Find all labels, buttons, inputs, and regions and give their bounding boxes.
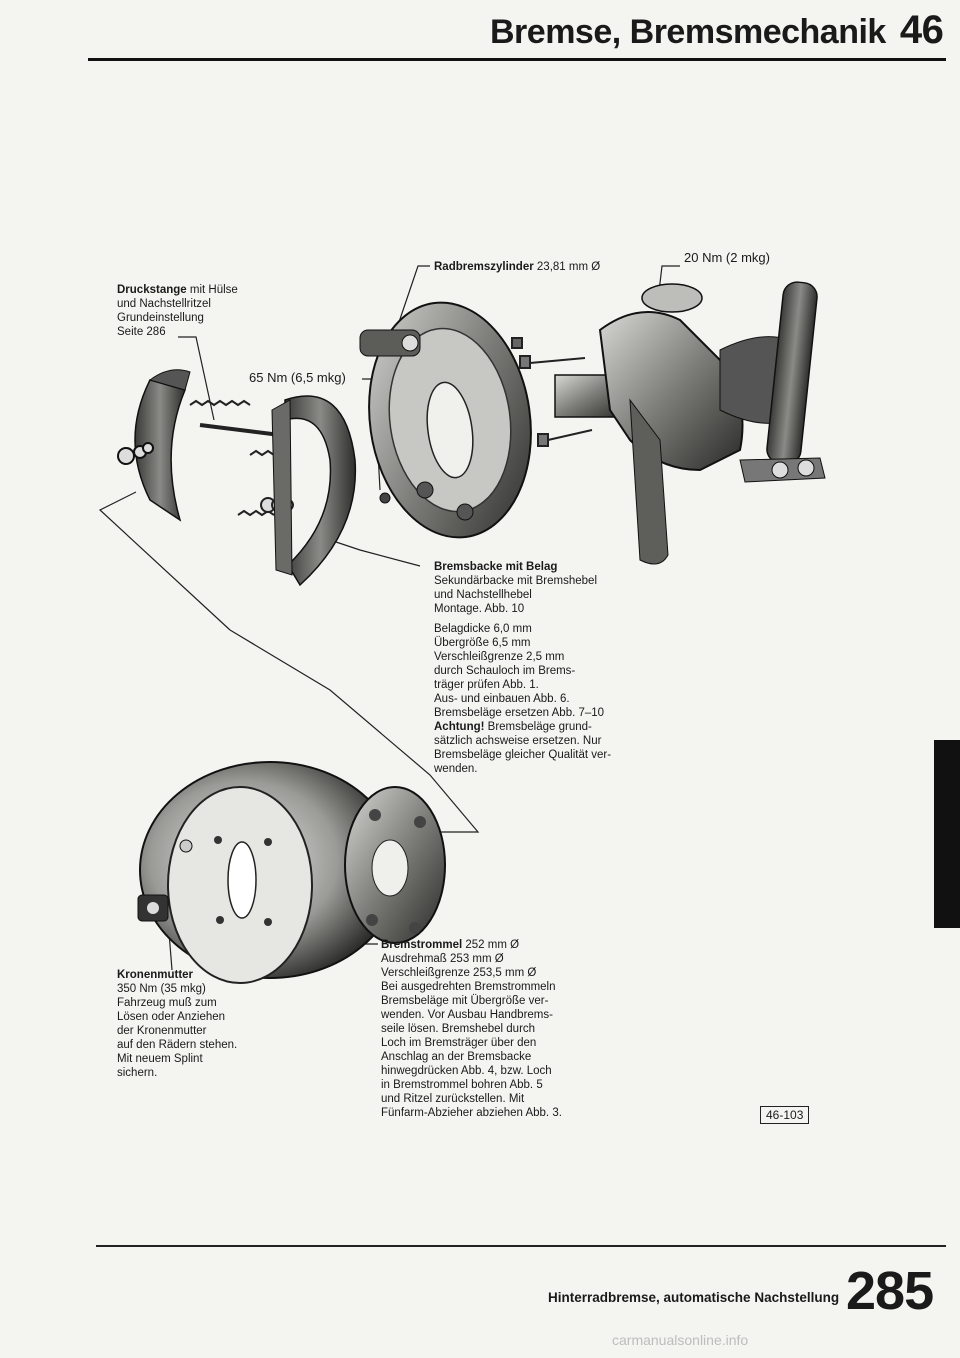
label-druckstange: Druckstange mit Hülse und Nachstellritze… [117,284,238,338]
brake-drum [139,761,401,984]
label-bremstrommel: Bremstrommel 252 mm Ø Ausdrehmaß 253 mm … [381,939,562,1119]
reference-box: 46-103 [760,1106,810,1124]
brake-shoe-right [271,395,357,587]
section-number: 46 [899,8,944,52]
section-side-tab [934,740,960,928]
top-rule [88,58,946,61]
label-torque-20: 20 Nm (2 mkg) [684,250,770,265]
label-radbremszylinder: Radbremszylinder 23,81 mm Ø [434,261,601,273]
backing-plate [359,301,532,539]
watermark: carmanualsonline.info [612,1332,749,1348]
footer-title: Hinterradbremse, automatische Nachstellu… [548,1290,840,1305]
bolts [511,337,593,447]
wheel-hub [344,786,446,944]
label-torque-65: 65 Nm (6,5 mkg) [249,370,346,385]
section-title: Bremse, Bremsmechanik [490,13,886,51]
bottom-rule [96,1245,946,1247]
label-belag-info: Belagdicke 6,0 mm Übergröße 6,5 mm Versc… [434,623,612,775]
page-number: 285 [846,1261,934,1321]
crown-nut [137,894,169,922]
axle-housing [554,281,826,565]
page-title: Bremse, Bremsmechanik 46 [490,8,944,53]
brake-shoe-left [117,369,191,522]
